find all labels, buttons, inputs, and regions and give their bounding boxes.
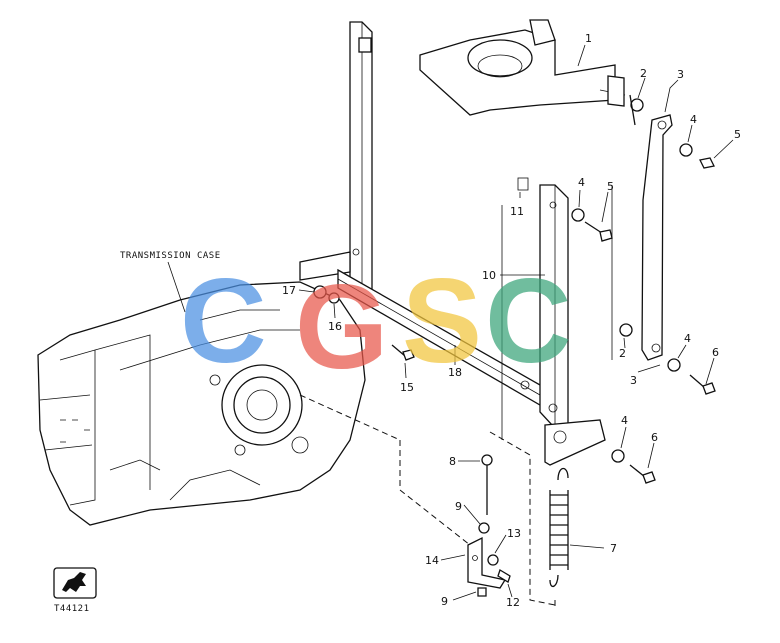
watermark-letter-c2: C (485, 254, 572, 388)
callout-9-bottom: 9 (441, 595, 448, 608)
watermark-letter-g: G (295, 260, 388, 394)
deer-logo-icon (53, 567, 97, 599)
spring (549, 467, 569, 588)
callout-15: 15 (400, 381, 414, 394)
callout-14: 14 (425, 554, 439, 567)
callout-8: 8 (449, 455, 456, 468)
callout-17: 17 (282, 284, 296, 297)
callout-16: 16 (328, 320, 342, 333)
callout-5-top: 5 (734, 128, 741, 141)
callout-9-mid: 9 (455, 500, 462, 513)
callout-4-mid: 4 (578, 176, 585, 189)
callout-4-top: 4 (690, 113, 697, 126)
left-support-bar (299, 21, 373, 293)
callout-2-top: 2 (640, 67, 647, 80)
callout-3-top: 3 (677, 68, 684, 81)
callout-6-top: 6 (712, 346, 719, 359)
callout-5-mid: 5 (607, 180, 614, 193)
callout-7: 7 (610, 542, 617, 555)
top-bracket (419, 19, 626, 116)
callout-4-right: 4 (684, 332, 691, 345)
watermark-letter-s: S (402, 254, 482, 388)
callout-18: 18 (448, 366, 462, 379)
figure-id: T44121 (54, 604, 90, 614)
side-plate (641, 114, 673, 361)
callout-1: 1 (585, 32, 592, 45)
watermark-letter-c1: C (180, 254, 267, 388)
callout-4-bottom: 4 (621, 414, 628, 427)
transmission-case-label: TRANSMISSION CASE (120, 251, 221, 261)
callout-2-bottom: 2 (619, 347, 626, 360)
callout-3-bottom: 3 (630, 374, 637, 387)
callout-6-bottom: 6 (651, 431, 658, 444)
right-support-bar (539, 184, 606, 466)
callout-10: 10 (482, 269, 496, 282)
callout-13: 13 (507, 527, 521, 540)
transmission-case (37, 281, 366, 526)
watermark: C G S C (180, 254, 572, 394)
callout-12: 12 (506, 596, 520, 609)
callout-11: 11 (510, 205, 524, 218)
